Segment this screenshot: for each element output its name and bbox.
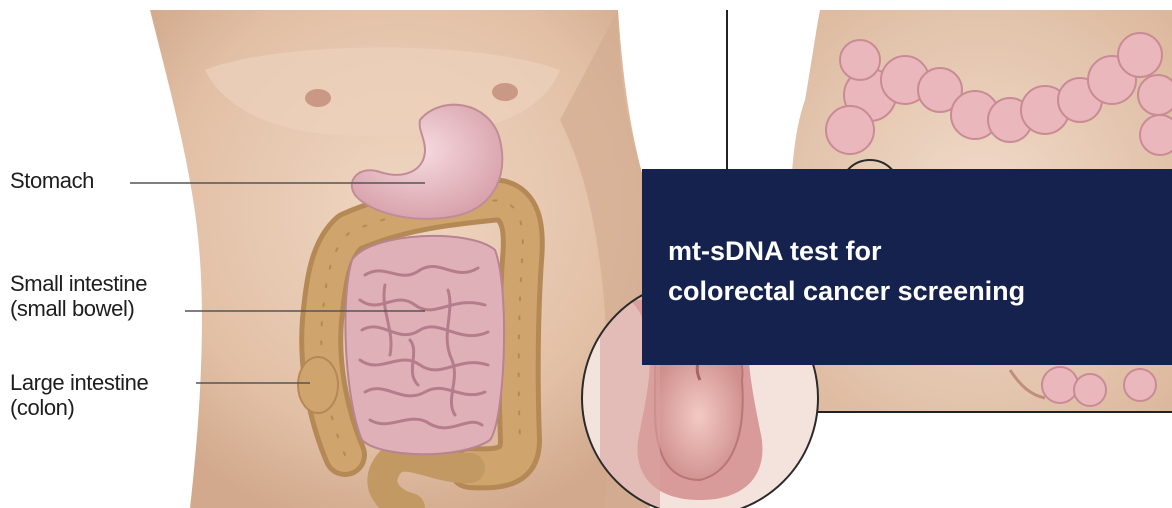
label-colon: (colon): [10, 395, 74, 420]
label-large-intestine: Large intestine: [10, 370, 148, 395]
label-small-intestine: Small intestine: [10, 271, 147, 296]
banner-line-1: mt-sDNA test for: [668, 231, 1172, 271]
label-stomach: Stomach: [10, 168, 94, 193]
label-small-bowel: (small bowel): [10, 296, 134, 321]
banner-line-2: colorectal cancer screening: [668, 271, 1172, 311]
small-intestine-illustration: [345, 236, 504, 454]
info-banner: mt-sDNA test for colorectal cancer scree…: [642, 169, 1172, 365]
